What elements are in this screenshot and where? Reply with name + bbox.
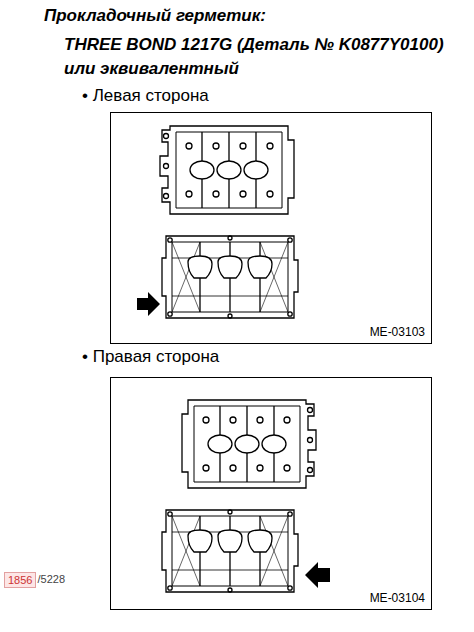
sealant-spec: THREE BOND 1217G (Деталь № K0877Y0100) и…: [64, 33, 464, 81]
figure-frame: ME-03103: [110, 112, 432, 344]
figure-code: ME-03104: [370, 591, 425, 605]
heading: Прокладочный герметик:: [44, 6, 266, 26]
pointer-arrow: [137, 292, 160, 316]
figure-code: ME-03103: [370, 325, 425, 339]
bullet-item: • Левая сторона: [82, 86, 209, 106]
pointer-arrow: [305, 562, 330, 588]
page-number: 1856: [4, 572, 36, 588]
page-total: /5228: [37, 573, 65, 585]
figure-frame: ME-03104: [110, 377, 432, 610]
bullet-item: • Правая сторона: [82, 347, 219, 367]
